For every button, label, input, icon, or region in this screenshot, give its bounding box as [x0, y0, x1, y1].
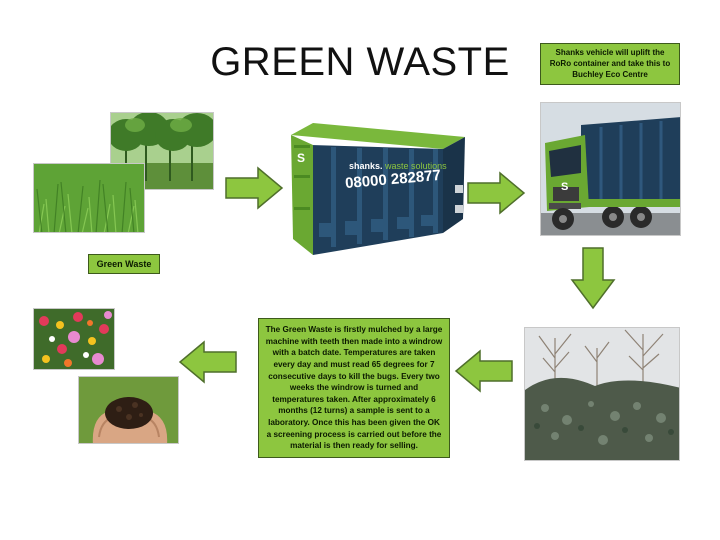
compost-windrow-photo — [524, 327, 680, 461]
arrow-right-icon — [467, 171, 526, 215]
page-title: GREEN WASTE — [210, 40, 510, 84]
arrow-right-icon — [225, 166, 284, 210]
truck-photo: S — [540, 102, 681, 236]
container-brand-text: shanks. waste solutions — [349, 161, 447, 171]
arrow-down-icon — [570, 247, 616, 310]
truck-logo-badge: S — [561, 181, 569, 193]
process-description: The Green Waste is firstly mulched by a … — [258, 318, 450, 459]
truck-uplift-note: Shanks vehicle will uplift the RoRo cont… — [540, 43, 680, 86]
green-waste-label: Green Waste — [88, 254, 160, 274]
grass-photo — [33, 163, 145, 233]
flowers-photo — [33, 308, 115, 370]
roro-container: shanks. waste solutions 08000 282877 S — [283, 115, 468, 255]
container-logo-badge: S — [297, 151, 306, 165]
soil-in-hands-photo — [78, 376, 179, 444]
arrow-left-icon — [178, 340, 237, 384]
arrow-left-icon — [454, 349, 513, 393]
